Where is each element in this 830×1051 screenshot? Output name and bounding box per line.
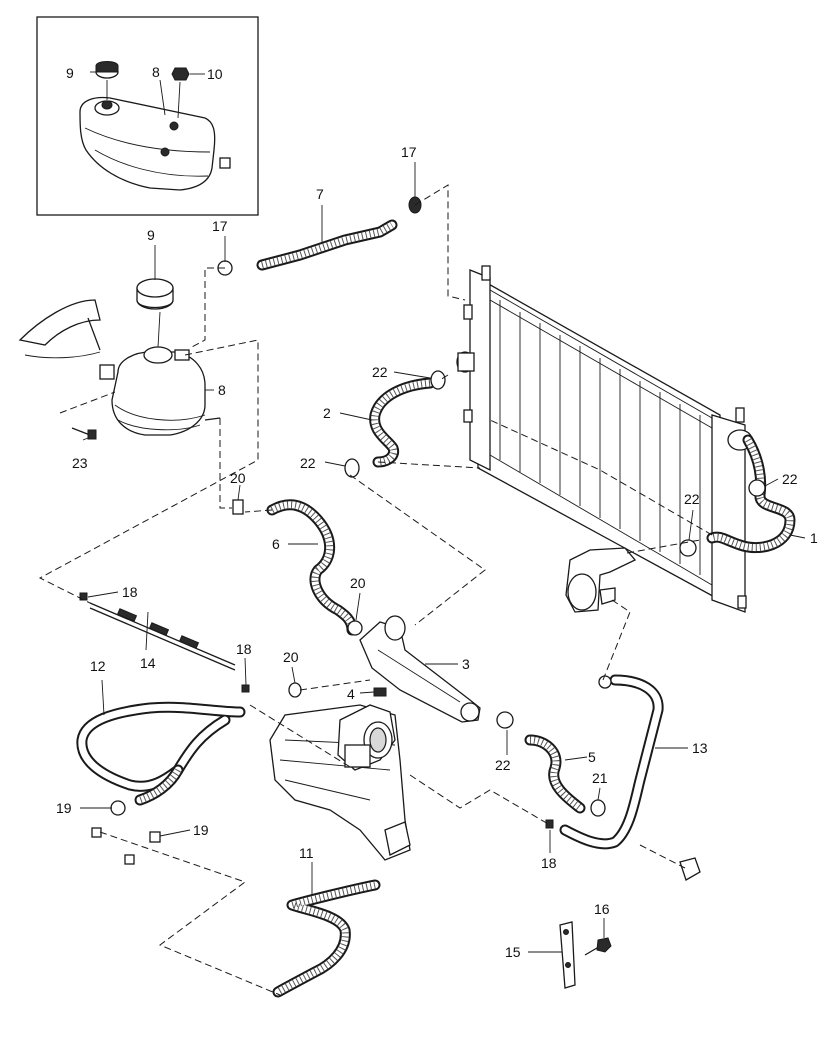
clamp-21 [590, 799, 606, 817]
callout-16: 16 [594, 901, 610, 917]
clamp-19-c [91, 827, 102, 838]
callout-5: 5 [588, 749, 596, 765]
inset-frame [36, 16, 259, 216]
callout-20-a: 20 [230, 470, 246, 486]
clamp-19-a [110, 800, 126, 816]
clamp-18-b [241, 684, 250, 693]
hose-2 [369, 377, 436, 468]
clamp-22-c [748, 479, 766, 497]
hose-13-plug [679, 857, 701, 881]
callout-17-top: 17 [401, 144, 417, 160]
callout-23: 23 [72, 455, 88, 471]
tank-bracket [18, 299, 115, 380]
callout-20-c: 20 [283, 649, 299, 665]
radiator-inlet-fitting [457, 352, 475, 372]
clamp-22-e [496, 711, 514, 729]
callout-22-b: 22 [300, 455, 316, 471]
filler-cap [136, 278, 174, 310]
bracket-15 [559, 921, 576, 989]
callout-19-a: 19 [56, 800, 72, 816]
clamp-22-b [344, 458, 360, 478]
callout-8-inset: 8 [152, 64, 160, 80]
hose-12 [76, 701, 246, 806]
callout-12: 12 [90, 658, 106, 674]
hose-7 [256, 219, 398, 271]
expansion-tank [111, 346, 221, 436]
callout-18-b: 18 [236, 641, 252, 657]
inset-nut [171, 67, 190, 81]
callout-13: 13 [692, 740, 708, 756]
thermostat-housing [565, 547, 637, 613]
callout-14: 14 [140, 655, 156, 671]
callout-21: 21 [592, 770, 608, 786]
callout-22-e: 22 [495, 757, 511, 773]
callout-6: 6 [272, 536, 280, 552]
clamp-20-b [347, 620, 363, 636]
inset-expansion-tank [79, 96, 231, 191]
clamp-19-d [124, 854, 135, 865]
clamp-13-end [598, 675, 612, 689]
callout-22-a: 22 [372, 364, 388, 380]
bolt [71, 427, 97, 440]
callout-22-c: 22 [782, 471, 798, 487]
bolt-16 [584, 937, 612, 956]
hose-6 [266, 499, 358, 636]
clamp-19-b [149, 831, 161, 843]
clamp-22-a [430, 370, 446, 390]
coolant-pipe [359, 615, 481, 723]
inset-cap [95, 61, 119, 79]
callout-19-b: 19 [193, 822, 209, 838]
callout-9-inset: 9 [66, 65, 74, 81]
callout-3: 3 [462, 656, 470, 672]
clamp-22-d [679, 539, 697, 557]
callout-22-d: 22 [684, 491, 700, 507]
clamp-18-c [545, 819, 554, 829]
callout-1: 1 [810, 530, 818, 546]
callout-10: 10 [207, 66, 223, 82]
callout-7: 7 [316, 186, 324, 202]
clamp-20-c [288, 682, 302, 698]
callouts: 9 8 10 17 7 9 17 8 22 2 23 22 20 22 22 1… [56, 64, 818, 960]
inset-detail [36, 16, 259, 216]
callout-15: 15 [505, 944, 521, 960]
callout-20-b: 20 [350, 575, 366, 591]
callout-18-a: 18 [122, 584, 138, 600]
callout-8: 8 [218, 382, 226, 398]
intake-manifold [269, 704, 411, 861]
hose-13 [559, 674, 664, 850]
assembly-lines [38, 184, 713, 996]
tube-14 [89, 602, 236, 671]
clamp-18-a [79, 592, 88, 601]
callout-4: 4 [347, 686, 355, 702]
callout-2: 2 [323, 405, 331, 421]
hose-11 [272, 879, 381, 998]
radiator-core-fins [499, 300, 701, 575]
radiator [456, 265, 753, 613]
sensor-4 [373, 687, 387, 697]
callout-9: 9 [147, 227, 155, 243]
clamp-20-a [232, 499, 244, 515]
leader-lines [80, 162, 806, 953]
callout-18-c: 18 [541, 855, 557, 871]
callout-17-left: 17 [212, 218, 228, 234]
hose-5 [524, 734, 586, 814]
callout-11: 11 [299, 845, 314, 861]
